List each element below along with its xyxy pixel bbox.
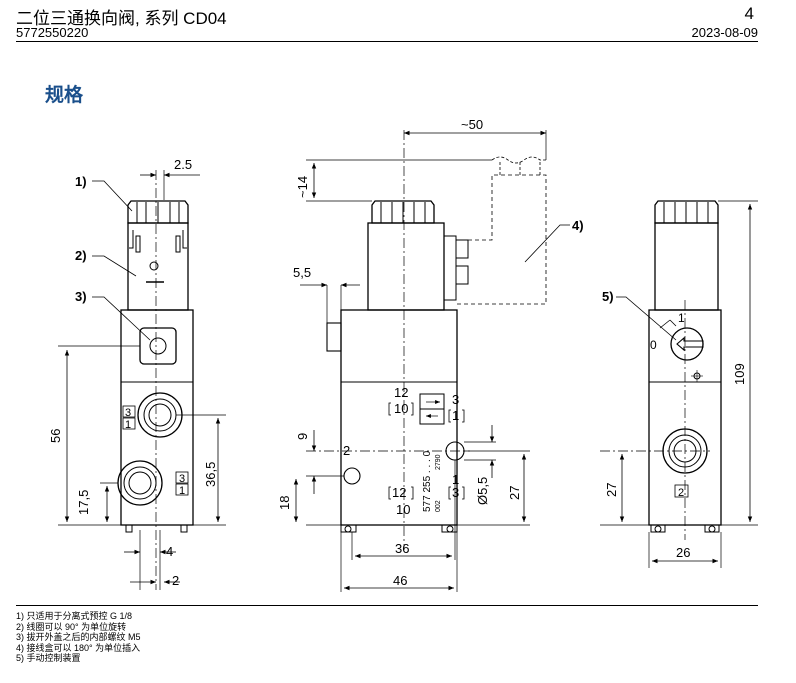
port-10: 10 bbox=[396, 502, 410, 517]
dim-36-5: 36,5 bbox=[203, 462, 218, 487]
page-number: 4 bbox=[744, 4, 754, 23]
middle-view bbox=[293, 130, 570, 592]
dim-27-right: 27 bbox=[604, 483, 619, 497]
product-code-small-b: 2790 bbox=[435, 454, 442, 470]
product-code-small-a: 002 bbox=[435, 500, 442, 512]
callout-4: 4) bbox=[572, 218, 584, 233]
callout-3: 1) bbox=[75, 174, 87, 189]
dim-56: 56 bbox=[48, 429, 63, 443]
right-view bbox=[600, 200, 758, 568]
dim-36: 36 bbox=[395, 541, 409, 556]
dim-27-mid: 27 bbox=[507, 486, 522, 500]
port-1-box: 1 bbox=[452, 408, 459, 423]
dim-50: ~50 bbox=[461, 117, 483, 132]
dim-26: 26 bbox=[676, 545, 690, 560]
dim-5-5: 5,5 bbox=[293, 265, 311, 280]
port-label-3-bottom: 3 bbox=[179, 473, 185, 485]
document-date: 2023-08-09 bbox=[691, 25, 759, 40]
footnote-1: 1) 只适用于分离式预控 G 1/8 bbox=[16, 611, 133, 621]
part-number: 5772550220 bbox=[16, 25, 89, 40]
document-title: 二位三通换向阀, 系列 CD04 bbox=[16, 9, 227, 28]
port-3: 3 bbox=[452, 392, 459, 407]
dim-17-5: 17,5 bbox=[76, 490, 91, 515]
port-12: 12 bbox=[394, 385, 408, 400]
dim-diameter-5-5: Ø5,5 bbox=[475, 477, 490, 505]
footnote-4: 4) 接线盒可以 180° 为单位插入 bbox=[16, 642, 141, 653]
port-2-box-right: 2 bbox=[678, 487, 684, 499]
notes-rule bbox=[16, 605, 758, 606]
footnotes: 1) 只适用于分离式预控 G 1/8 2) 线圈可以 90° 为单位旋转 3) … bbox=[16, 611, 141, 664]
footnote-2: 2) 线圈可以 90° 为单位旋转 bbox=[16, 621, 127, 632]
port-1: 1 bbox=[452, 472, 459, 487]
override-position-0: 0 bbox=[650, 338, 657, 352]
port-3-box: 3 bbox=[452, 485, 459, 500]
dim-14: ~14 bbox=[295, 176, 310, 198]
footnote-3: 3) 拔开外盖之后的内部螺纹 M5 bbox=[16, 632, 141, 643]
callout-1: 3) bbox=[75, 289, 87, 304]
dim-9: 9 bbox=[295, 433, 310, 440]
dim-2: 2 bbox=[172, 573, 179, 588]
override-position-1: 1 bbox=[678, 311, 685, 325]
product-code-label: 577 255 . . . 0 bbox=[422, 450, 433, 512]
dim-109: 109 bbox=[732, 363, 747, 385]
left-view bbox=[58, 170, 226, 590]
section-title: 规格 bbox=[45, 85, 84, 106]
port-10-box: 10 bbox=[394, 401, 408, 416]
port-12-box: 12 bbox=[392, 485, 406, 500]
header-rule bbox=[16, 41, 758, 42]
dim-46: 46 bbox=[393, 573, 407, 588]
footnote-5: 5) 手动控制装置 bbox=[16, 653, 81, 664]
port-label-1-top: 1 bbox=[125, 419, 131, 431]
port-label-1-bottom: 1 bbox=[179, 485, 185, 497]
port-2: 2 bbox=[343, 443, 350, 458]
port-label-3-top: 3 bbox=[125, 407, 131, 419]
dim-18: 18 bbox=[277, 496, 292, 510]
callout-2: 2) bbox=[75, 248, 87, 263]
callout-5: 5) bbox=[602, 289, 614, 304]
dim-4: 4 bbox=[166, 544, 173, 559]
dim-2-5: 2.5 bbox=[174, 157, 192, 172]
